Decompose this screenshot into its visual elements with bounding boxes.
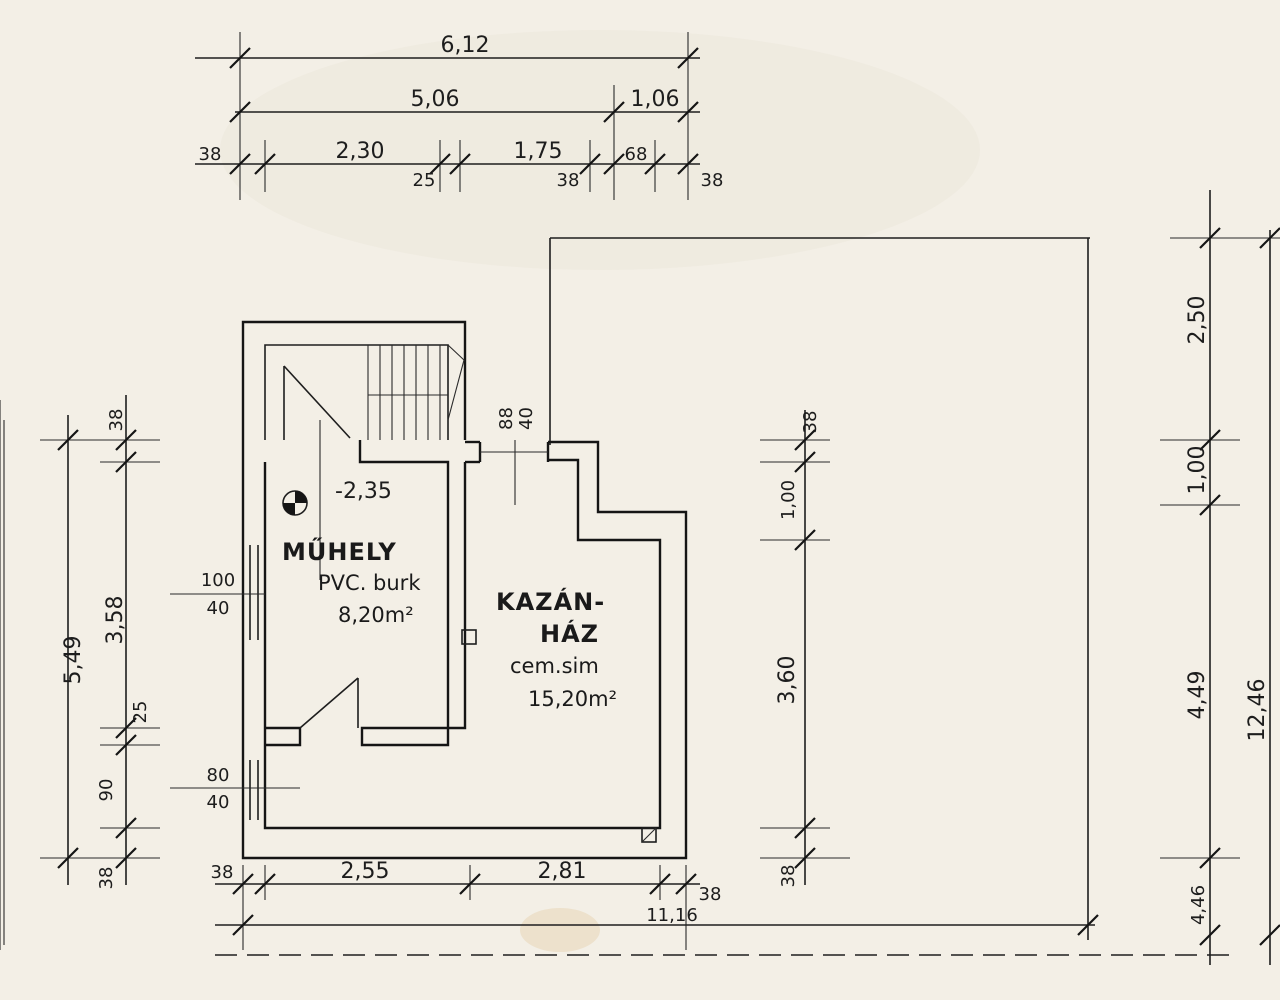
dim-far-right-total: 12,46 [1245,679,1270,742]
height-mark: -2,35 [335,479,392,504]
kazanhaz-floor: cem.sim [510,654,599,678]
room-labels: -2,35 MŰHELY PVC. burk 8,20m² KAZÁN- HÁZ… [282,479,617,711]
dim-left-c: 25 [130,701,151,724]
dim-far-right-d: 4,46 [1188,885,1209,925]
mid-right-dimension-chain: 38 1,00 3,60 38 [760,410,850,887]
window-left-2-bot: 40 [207,792,230,813]
dim-top-total: 6,12 [441,33,490,58]
dim-top-sub-a: 5,06 [411,87,460,112]
dim-far-right-b: 1,00 [1185,446,1210,495]
floor-drain-fill-a [295,491,307,503]
floor-drain-fill-b [283,503,295,515]
chimney-box [461,629,477,645]
kazanhaz-name-1: KAZÁN- [496,587,605,616]
dim-left-b: 3,58 [103,596,128,645]
window-left-1-bot: 40 [207,598,230,619]
upper-floor-outline [549,237,1090,940]
main-walls [241,420,688,860]
left-dimension-chains: 5,49 38 3,58 25 90 38 [0,395,160,950]
dim-top-row3-f: 68 [625,144,648,165]
dim-bottom-d: 38 [699,884,722,905]
dim-bottom-e: 11,16 [646,905,698,926]
dim-bottom-b: 2,55 [341,859,390,884]
kazanhaz-name-2: HÁZ [540,619,599,648]
dim-left-a: 38 [106,409,127,432]
kazanhaz-area: 15,20m² [528,687,617,711]
muhely-name: MŰHELY [282,536,397,566]
dim-top-row3-b: 2,30 [336,139,385,164]
far-right-dimension-chain: 2,50 1,00 4,49 4,46 12,46 [1160,190,1280,965]
dim-top-row3-a: 38 [199,144,222,165]
window-left-2-top: 80 [207,765,230,786]
dim-far-right-c: 4,49 [1185,671,1210,720]
opening-labels: 100 40 80 40 88 40 [170,407,537,813]
dim-top-row3-e: 38 [557,170,580,191]
dim-mid-right-c: 3,60 [775,656,800,705]
staircase [241,320,467,440]
door-top-bot: 40 [516,407,537,430]
paper-shade [220,30,980,270]
dim-mid-right-b: 1,00 [778,480,799,520]
dim-mid-right-d: 38 [778,865,799,888]
muhely-area: 8,20m² [338,603,414,627]
dim-top-row3-c: 25 [413,170,436,191]
dim-mid-right-a: 38 [800,411,821,434]
top-dimension-chains: 6,12 5,06 1,06 38 2,30 25 1,75 38 68 38 [195,32,723,200]
dim-left-e: 38 [96,867,117,890]
paper-stain [520,908,600,952]
floor-drain-box [641,827,657,843]
dim-left-d: 90 [96,779,117,802]
dim-top-row3-g: 38 [701,170,724,191]
muhely-floor: PVC. burk [318,571,421,595]
dim-bottom-c: 2,81 [538,859,587,884]
dim-top-row3-d: 1,75 [514,139,563,164]
bottom-dimension-chains: 38 2,55 2,81 38 11,16 [211,859,1230,956]
window-left-1-top: 100 [201,570,235,591]
door-top-top: 88 [496,407,517,430]
dim-bottom-a: 38 [211,862,234,883]
dim-top-sub-b: 1,06 [631,87,680,112]
dim-left-total: 5,49 [61,636,86,685]
dim-far-right-a: 2,50 [1185,296,1210,345]
